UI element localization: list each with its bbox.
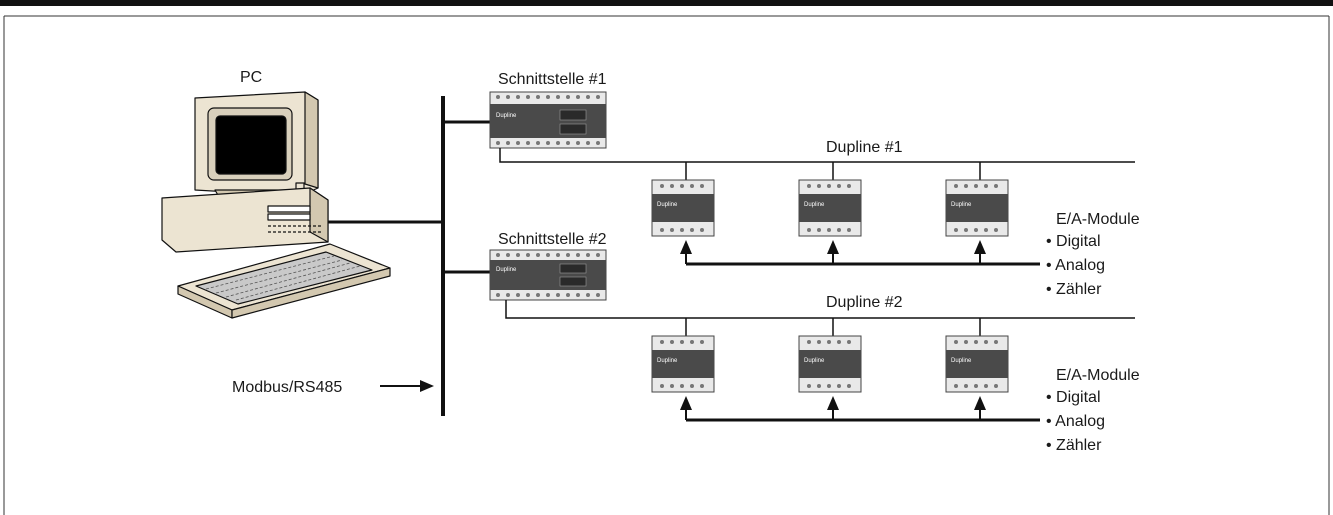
monitor-icon: [194, 91, 319, 203]
bus-2-io-arrow-1: [680, 396, 692, 410]
bus-2-module-item-analog: • Analog: [1046, 413, 1105, 430]
module-brand: Dupline: [804, 358, 825, 364]
interface-2-brand: Dupline: [496, 267, 517, 273]
module-brand: Dupline: [951, 202, 972, 208]
header-bar: [0, 0, 1333, 6]
interface-1-label: Schnittstelle #1: [498, 71, 607, 88]
bus-1-io-arrow-1: [680, 240, 692, 254]
bus-1-module-1: Dupline: [651, 179, 715, 237]
bus-2-line: [505, 300, 1135, 319]
bus-1-module-item-counter: • Zähler: [1046, 281, 1102, 298]
bus-1-line: [499, 148, 1135, 163]
interface-2-device: Dupline: [489, 249, 607, 301]
keyboard-icon: [177, 243, 391, 319]
system-unit-icon: [161, 187, 329, 253]
bus-1-module-3: Dupline: [945, 179, 1009, 237]
modbus-arrow: [380, 380, 434, 392]
bus-2-module-item-digital: • Digital: [1046, 389, 1101, 406]
bus-1-io-arrow-2: [827, 240, 839, 254]
interface-1-device: Dupline: [489, 91, 607, 149]
module-brand: Dupline: [657, 202, 678, 208]
interface-1-brand: Dupline: [496, 113, 517, 119]
module-brand: Dupline: [657, 358, 678, 364]
module-brand: Dupline: [951, 358, 972, 364]
bus-1-io-arrow-3: [974, 240, 986, 254]
bus-2-module-1: Dupline: [651, 335, 715, 393]
bus-2-module-3: Dupline: [945, 335, 1009, 393]
frame: [3, 15, 1330, 515]
pc-label: PC: [240, 69, 262, 86]
bus-2-label: Dupline #2: [826, 294, 903, 311]
bus-1-module-2: Dupline: [798, 179, 862, 237]
pc-icon: [161, 91, 391, 319]
bus-2-module-item-counter: • Zähler: [1046, 437, 1102, 454]
bus-1-module-item-analog: • Analog: [1046, 257, 1105, 274]
bus-2-io-arrow-2: [827, 396, 839, 410]
bus-2-io-arrow-3: [974, 396, 986, 410]
module-brand: Dupline: [804, 202, 825, 208]
modbus-label: Modbus/RS485: [232, 379, 342, 396]
bus-1-label: Dupline #1: [826, 139, 903, 156]
bus-1-module-item-digital: • Digital: [1046, 233, 1101, 250]
bus-1-module-group-title: E/A-Module: [1056, 211, 1140, 228]
interface-2-label: Schnittstelle #2: [498, 231, 607, 248]
bus-2-module-group-title: E/A-Module: [1056, 367, 1140, 384]
bus-2-module-2: Dupline: [798, 335, 862, 393]
